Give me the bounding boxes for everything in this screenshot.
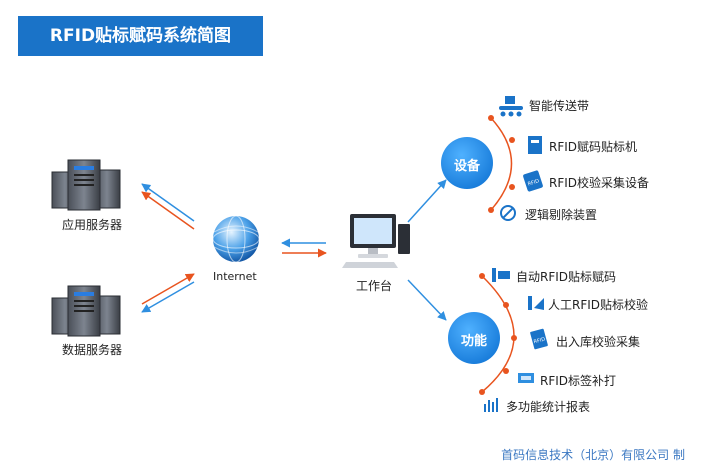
- title-banner: RFID贴标赋码系统简图: [18, 16, 263, 56]
- svg-text:RFID: RFID: [533, 336, 546, 345]
- reject-device-icon: [500, 205, 516, 221]
- auto-label-icon: [492, 268, 510, 282]
- app-server-icon: [51, 159, 121, 211]
- function-item-reports: 多功能统计报表: [506, 400, 591, 414]
- functions-hub: [448, 312, 500, 364]
- data-server-icon: [51, 285, 121, 337]
- app-server-label: 应用服务器: [62, 218, 123, 232]
- devices-hub-label: 设备: [453, 159, 480, 174]
- rfid-tag-icon: RFID: [530, 328, 548, 350]
- arrow-internet-to-app: [141, 191, 195, 230]
- arrow-data-to-internet: [141, 273, 195, 305]
- function-item-auto-label: 自动RFID贴标赋码: [516, 270, 617, 284]
- workstation-icon: [342, 214, 410, 268]
- arrow-app-to-internet: [141, 183, 195, 222]
- footer-credit: 首码信息技术（北京）有限公司 制: [501, 448, 685, 462]
- device-item-label-machine: RFID赋码贴标机: [549, 140, 638, 154]
- device-item-verify-collector: RFID校验采集设备: [549, 176, 650, 190]
- device-item-reject-device: 逻辑剔除装置: [525, 208, 598, 222]
- workstation-label: 工作台: [356, 279, 393, 293]
- function-item-manual-verify: 人工RFID贴标校验: [548, 298, 649, 312]
- functions-hub-label: 功能: [460, 334, 487, 349]
- devices-arc: [490, 117, 513, 211]
- devices-hub: [441, 137, 493, 189]
- function-item-reprint: RFID标签补打: [540, 374, 617, 388]
- internet-globe-icon: [212, 215, 260, 263]
- device-item-conveyor: 智能传送带: [529, 99, 590, 113]
- label-printer-icon: [528, 136, 542, 154]
- internet-label: Internet: [213, 270, 257, 283]
- arrow-to-devices: [407, 179, 447, 223]
- manual-label-icon: [528, 296, 544, 310]
- function-item-inout-verify: 出入库校验采集: [556, 335, 641, 349]
- conveyor-belt-icon: [499, 96, 523, 117]
- reprint-tag-icon: [518, 373, 534, 383]
- functions-arc-dots: [479, 273, 517, 395]
- rfid-handheld-icon: RFID: [523, 170, 543, 192]
- devices-arc-dots: [488, 115, 515, 213]
- data-server-label: 数据服务器: [62, 343, 123, 357]
- report-chart-icon: [484, 398, 498, 412]
- arrow-to-functions: [407, 279, 447, 321]
- arrow-internet-to-data: [141, 281, 195, 313]
- svg-text:RFID: RFID: [527, 178, 540, 187]
- page-title: RFID贴标赋码系统简图: [49, 26, 232, 46]
